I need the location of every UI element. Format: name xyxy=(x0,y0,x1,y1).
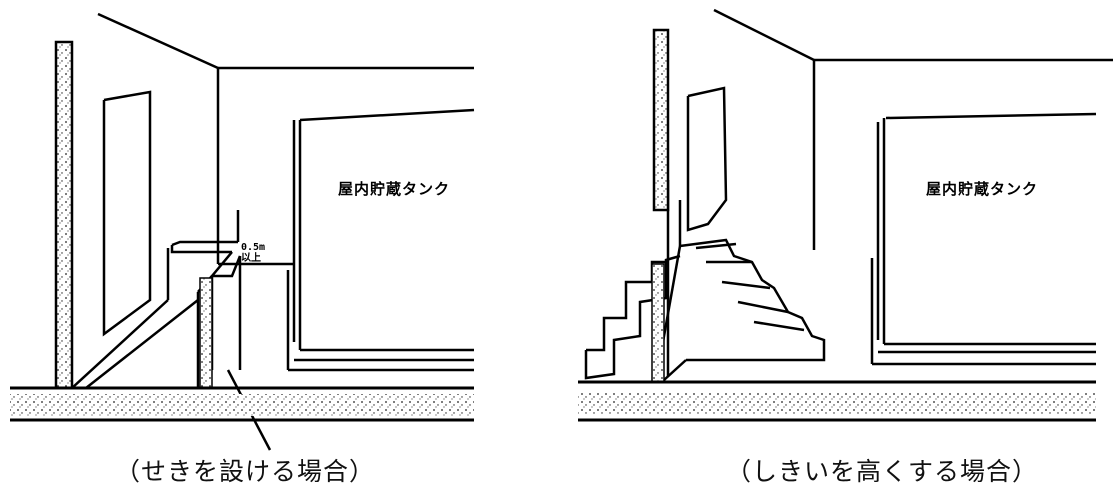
left-stairs xyxy=(584,254,681,380)
tank-label: 屋内貯蔵タンク xyxy=(338,180,451,198)
figure-caption: （しきいを高くする場合） xyxy=(726,457,1039,486)
door xyxy=(102,90,152,337)
threshold-illustration xyxy=(578,8,1113,422)
door xyxy=(686,86,728,232)
floor-slab xyxy=(10,394,474,416)
dike-illustration xyxy=(10,12,475,451)
figure-dike: 屋内貯蔵タンク 0.5m 以上 （せきを設ける場合） xyxy=(0,0,556,503)
figure-raised-threshold: 屋内貯蔵タンク （しきいを高くする場合） xyxy=(556,0,1113,503)
tank-top xyxy=(299,108,475,122)
dimension-value: 0.5m xyxy=(241,242,266,253)
dike-top xyxy=(171,240,238,247)
tank-label: 屋内貯蔵タンク xyxy=(926,180,1039,198)
left-wall xyxy=(54,40,74,390)
dimension-label: 0.5m 以上 xyxy=(241,242,265,264)
tank-top xyxy=(885,112,1097,120)
dimension-qualifier: 以上 xyxy=(241,253,261,264)
ceiling-edge xyxy=(97,12,219,70)
ceiling-edge xyxy=(713,8,815,62)
floor-slab xyxy=(578,392,1096,414)
left-wall xyxy=(652,28,670,212)
figure-caption: （せきを設ける場合） xyxy=(115,457,376,486)
right-stairs xyxy=(679,238,826,362)
